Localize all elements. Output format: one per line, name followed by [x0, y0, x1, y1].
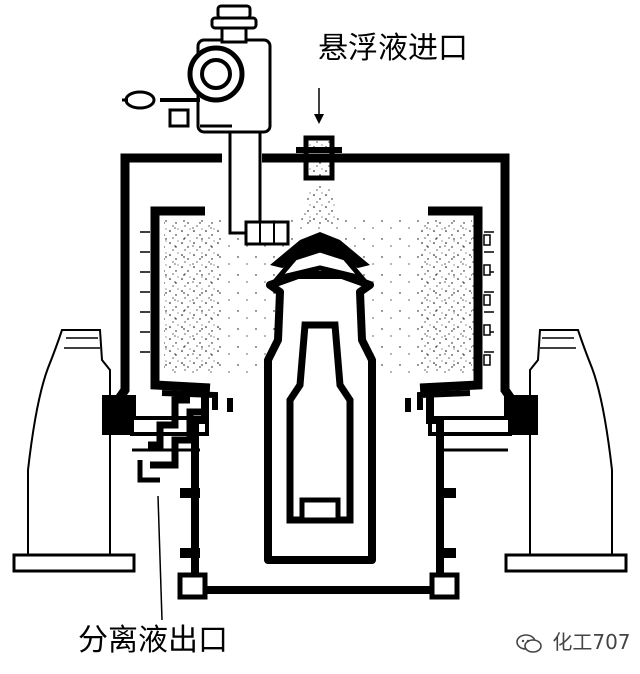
separated-liquid-outlet-label: 分离液出口: [78, 623, 228, 658]
central-spindle: [264, 232, 376, 564]
right-support-leg: [504, 329, 628, 573]
outlet-pipe: [137, 396, 205, 483]
lower-housing: [161, 390, 471, 600]
outer-casing: [114, 153, 516, 403]
suspension-inlet-label: 悬浮液进口: [318, 31, 468, 66]
outlet-leader-line: [157, 495, 163, 621]
left-support-leg: [12, 329, 136, 573]
watermark: 化工707: [516, 626, 631, 655]
watermark-text: 化工707: [552, 630, 631, 654]
wechat-icon: [516, 633, 542, 653]
feed-nozzle: [296, 88, 342, 225]
scraper-mechanism: [122, 4, 290, 246]
